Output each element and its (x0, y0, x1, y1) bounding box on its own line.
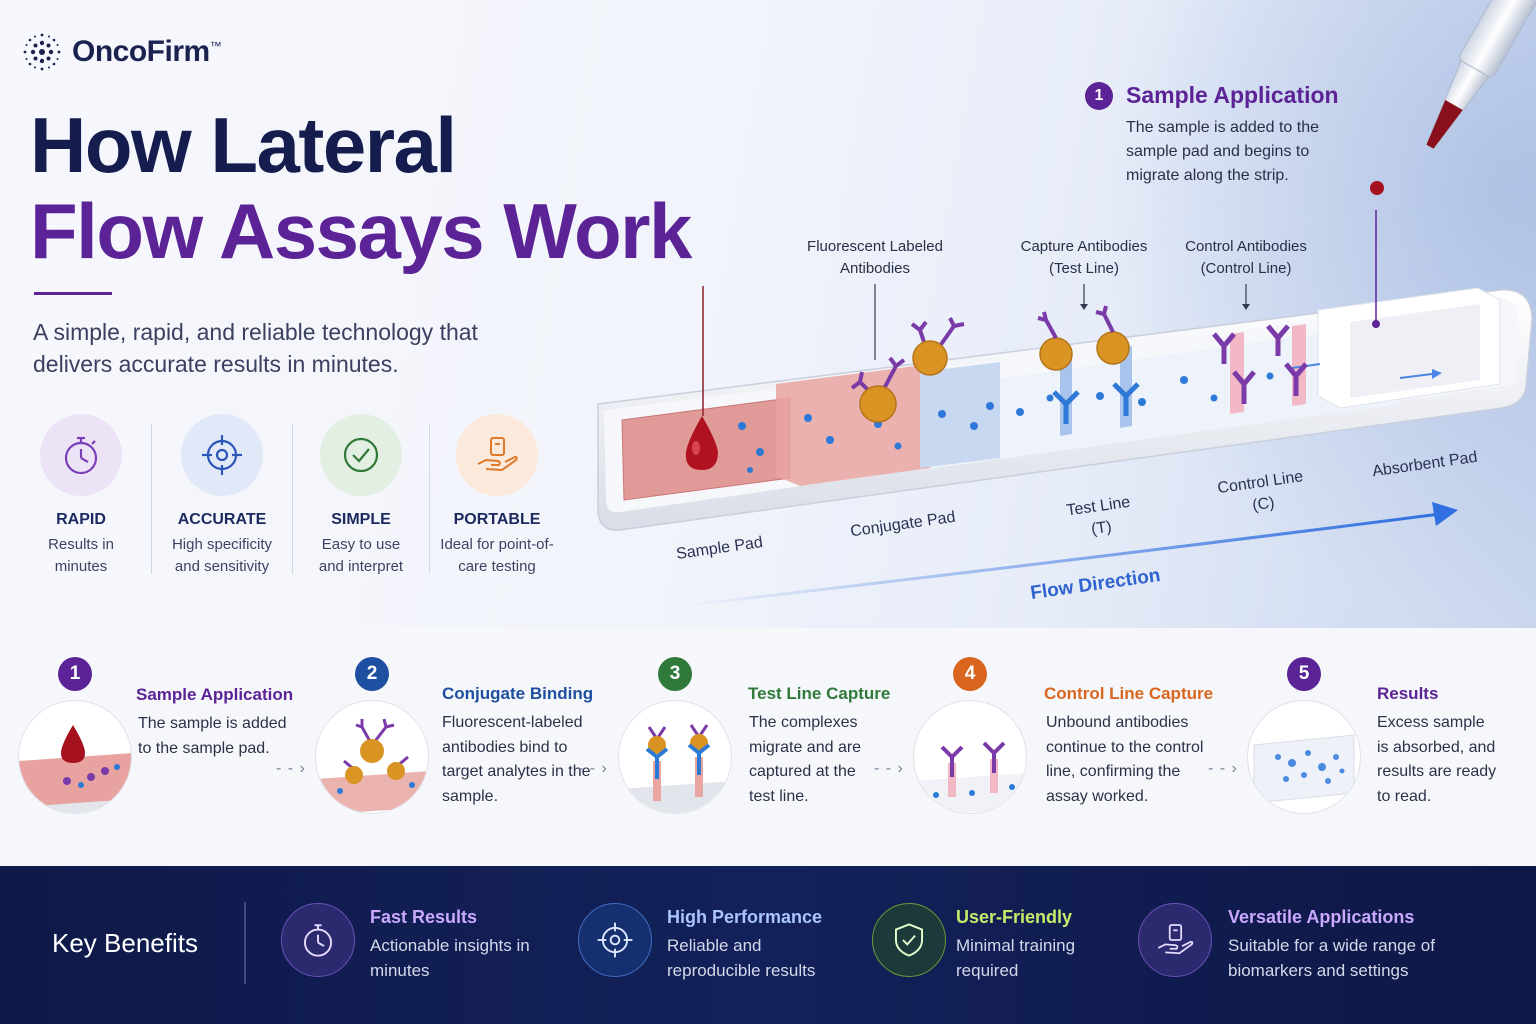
benefit-title: User-Friendly (956, 907, 1073, 927)
step-image-sample (18, 700, 132, 814)
dashed-arrow-icon: - - › (1208, 760, 1238, 777)
key-benefits-title: Key Benefits (52, 928, 198, 958)
control-antibodies (1212, 324, 1308, 404)
benefits-divider (244, 902, 246, 984)
blood-drop (685, 416, 718, 470)
crosshair-icon (578, 903, 652, 977)
brand-name: OncoFirm™ (72, 35, 222, 68)
hero-section: OncoFirm™ How Lateral Flow Assays Work A… (0, 0, 1536, 628)
step-number: 3 (658, 657, 692, 691)
step-title: Control Line Capture (1044, 684, 1214, 703)
feature-desc: Results in minutes (48, 536, 114, 575)
feature-title: ACCURATE (177, 511, 267, 528)
feature-title: RAPID (56, 511, 106, 528)
sample-application-desc: The sample is added to the sample pad an… (1126, 119, 1320, 184)
step-desc: The sample is added to the sample pad. (138, 715, 287, 757)
title-divider (34, 292, 112, 295)
step-illustration (316, 718, 428, 813)
annotation-capture: Capture Antibodies (Test Line) (1020, 238, 1148, 277)
feature-desc: High specificity and sensitivity (171, 536, 273, 575)
flow-direction-arrow (679, 512, 1441, 608)
pipette-icon (1425, 0, 1536, 150)
page-title-line2: Flow Assays Work (30, 187, 692, 275)
stopwatch-icon (40, 414, 122, 496)
benefit-desc: Minimal training required (956, 936, 1076, 980)
step-illustration (19, 725, 131, 813)
dashed-arrow-icon: - - › (578, 760, 608, 777)
page-title-line1: How Lateral (30, 101, 457, 189)
virus-particle (850, 305, 1130, 423)
step-desc: Fluorescent-labeled antibodies bind to t… (442, 714, 591, 805)
key-benefits-bar: Key Benefits Fast Results Actionable ins… (0, 866, 1536, 1024)
benefit-title: Fast Results (370, 907, 478, 927)
step-image-results (1247, 700, 1361, 814)
feature-desc: Easy to use and interpret (318, 536, 404, 575)
step-title: Results (1377, 684, 1439, 703)
step-title: Sample Application (136, 685, 294, 704)
benefit-title: High Performance (667, 907, 823, 927)
feature-title: PORTABLE (453, 511, 541, 528)
benefit-title: Versatile Applications (1228, 907, 1415, 927)
feature-title: SIMPLE (331, 511, 391, 528)
checkmark-circle-icon (320, 414, 402, 496)
stopwatch-icon (281, 903, 355, 977)
step-illustration (914, 741, 1026, 813)
dashed-arrow-icon: - - › (276, 760, 306, 777)
step-number: 1 (58, 657, 92, 691)
annotation-control: Control Antibodies (Control Line) (1185, 238, 1307, 277)
hand-device-icon (1138, 903, 1212, 977)
step-desc: Excess sample is absorbed, and results a… (1377, 714, 1497, 805)
annotation-fluorescent: Fluorescent Labeled Antibodies (807, 238, 943, 277)
hand-device-icon (456, 414, 538, 496)
feature-simple: SIMPLE Easy to use and interpret (291, 414, 431, 578)
step-number: 2 (355, 657, 389, 691)
feature-divider (292, 424, 293, 574)
step-title: Conjugate Binding (442, 684, 594, 703)
shield-check-icon (872, 903, 946, 977)
test-line (1060, 354, 1072, 436)
step-desc: Unbound antibodies continue to the contr… (1046, 714, 1204, 805)
step-title: Test Line Capture (748, 684, 891, 703)
step-image-control-line (913, 700, 1027, 814)
feature-divider (151, 424, 152, 574)
step-number: 4 (953, 657, 987, 691)
step-illustration (619, 724, 731, 813)
dot-sphere-logo-icon (23, 33, 61, 71)
capture-antibodies (1052, 382, 1140, 424)
brand-logo[interactable]: OncoFirm™ (20, 30, 222, 74)
feature-portable: PORTABLE Ideal for point-of-care testing (427, 414, 567, 578)
feature-desc: Ideal for point-of-care testing (440, 536, 554, 575)
step-image-conjugate (315, 700, 429, 814)
crosshair-icon (181, 414, 263, 496)
feature-rapid: RAPID Results in minutes (11, 414, 151, 578)
step-desc: The complexes migrate and are captured a… (749, 714, 862, 805)
step-illustration (1253, 734, 1355, 804)
process-steps: 1 Sample Application The sample is added… (0, 628, 1536, 866)
sample-application-title: Sample Application (1126, 82, 1339, 108)
membrane (920, 322, 1400, 470)
dashed-arrow-icon: - - › (874, 760, 904, 777)
sample-application-number: 1 (1085, 82, 1113, 110)
benefit-desc: Reliable and reproducible results (667, 936, 816, 980)
step-number: 5 (1287, 657, 1321, 691)
lateral-flow-strip-illustration (597, 0, 1536, 608)
benefit-desc: Actionable insights in minutes (370, 936, 530, 980)
conjugate-pad (776, 364, 930, 486)
benefit-desc: Suitable for a wide range of biomarkers … (1228, 936, 1435, 980)
feature-accurate: ACCURATE High specificity and sensitivit… (152, 414, 292, 578)
page-subtitle: A simple, rapid, and reliable technology… (33, 319, 478, 377)
step-image-test-line (618, 700, 732, 814)
feature-divider (429, 424, 430, 574)
